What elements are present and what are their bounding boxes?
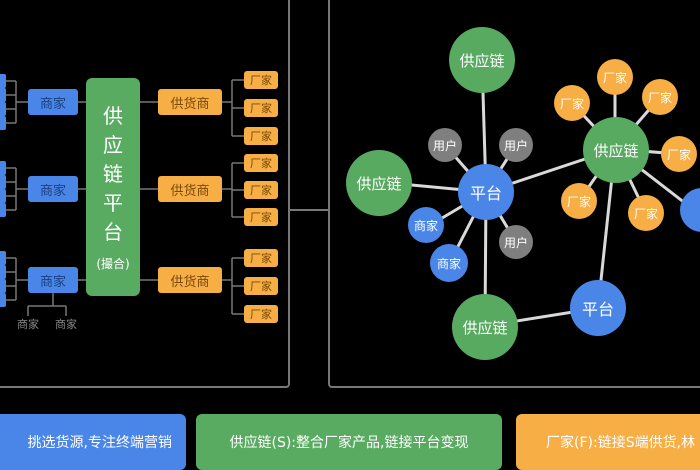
factory-box: 厂家: [244, 99, 278, 117]
merchant-tile: [0, 279, 6, 293]
factory-box: 厂家: [244, 208, 278, 226]
merchant-tile: [0, 74, 6, 88]
merchant-node: 商家: [408, 207, 444, 243]
merchant-node: 商家: [430, 244, 468, 282]
factory-box: 厂家: [244, 277, 278, 295]
merchant-tile: [0, 265, 6, 279]
platform-subtitle: (撮合): [96, 257, 130, 271]
legend-factory-text: 厂家(F):链接S端供货,林: [546, 435, 696, 451]
supply-chain-node: 供应链: [346, 150, 412, 216]
factory-box: 厂家: [244, 249, 278, 267]
legend-factory: 厂家(F):链接S端供货,林: [516, 414, 700, 470]
user-node: 用户: [499, 128, 533, 162]
user-node: 用户: [499, 225, 533, 259]
mini-merchant-label: 商家: [55, 318, 77, 331]
factory-node: 厂家: [661, 136, 697, 172]
merchant-box: 商家: [28, 89, 78, 115]
platform-node-partial: [680, 188, 700, 232]
factory-box: 厂家: [244, 181, 278, 199]
legend-merchant-text: 挑选货源,专注终端营销: [27, 435, 172, 451]
factory-node: 厂家: [642, 79, 678, 115]
supplier-box: 供货商: [158, 89, 222, 115]
factory-node: 厂家: [561, 183, 597, 219]
factory-node: 厂家: [597, 59, 633, 95]
platform-node: 平台: [458, 164, 514, 220]
factory-box: 厂家: [244, 71, 278, 89]
factory-box: 厂家: [244, 127, 278, 145]
supply-chain-node: 供应链: [583, 117, 649, 183]
merchant-tile: [0, 251, 6, 265]
supply-chain-node: 供应链: [452, 294, 518, 360]
factory-node: 厂家: [628, 195, 664, 231]
panel-connector-line: [290, 209, 328, 211]
platform-char: 链: [103, 162, 123, 186]
supplier-box: 供货商: [158, 267, 222, 293]
legend-supply-text: 供应链(S):整合厂家产品,链接平台变现: [229, 435, 469, 451]
legend-supply-chain: 供应链(S):整合厂家产品,链接平台变现: [196, 414, 502, 470]
factory-box: 厂家: [244, 305, 278, 323]
factory-box: 厂家: [244, 154, 278, 172]
platform-char: 供: [103, 104, 123, 128]
merchant-tile: [0, 161, 6, 175]
user-node: 用户: [428, 128, 462, 162]
supply-chain-node: 供应链: [449, 27, 515, 93]
merchant-tile: [0, 175, 6, 189]
platform-node: 平台: [570, 280, 626, 336]
merchant-tile: [0, 88, 6, 102]
merchant-box: 商家: [28, 267, 78, 293]
legend-merchant: 挑选货源,专注终端营销: [0, 414, 186, 470]
platform-char: 应: [103, 133, 123, 157]
merchant-tile: [0, 189, 6, 203]
merchant-tile: [0, 102, 6, 116]
mini-merchant-label: 商家: [17, 318, 39, 331]
supply-chain-platform-block: 供 应 链 平 台 (撮合): [86, 78, 140, 296]
platform-char: 平: [103, 191, 123, 215]
supplier-box: 供货商: [158, 176, 222, 202]
factory-node: 厂家: [554, 85, 590, 121]
merchant-tile: [0, 116, 6, 130]
merchant-tile: [0, 293, 6, 307]
platform-char: 台: [103, 220, 123, 244]
merchant-tile: [0, 203, 6, 217]
merchant-box: 商家: [28, 176, 78, 202]
